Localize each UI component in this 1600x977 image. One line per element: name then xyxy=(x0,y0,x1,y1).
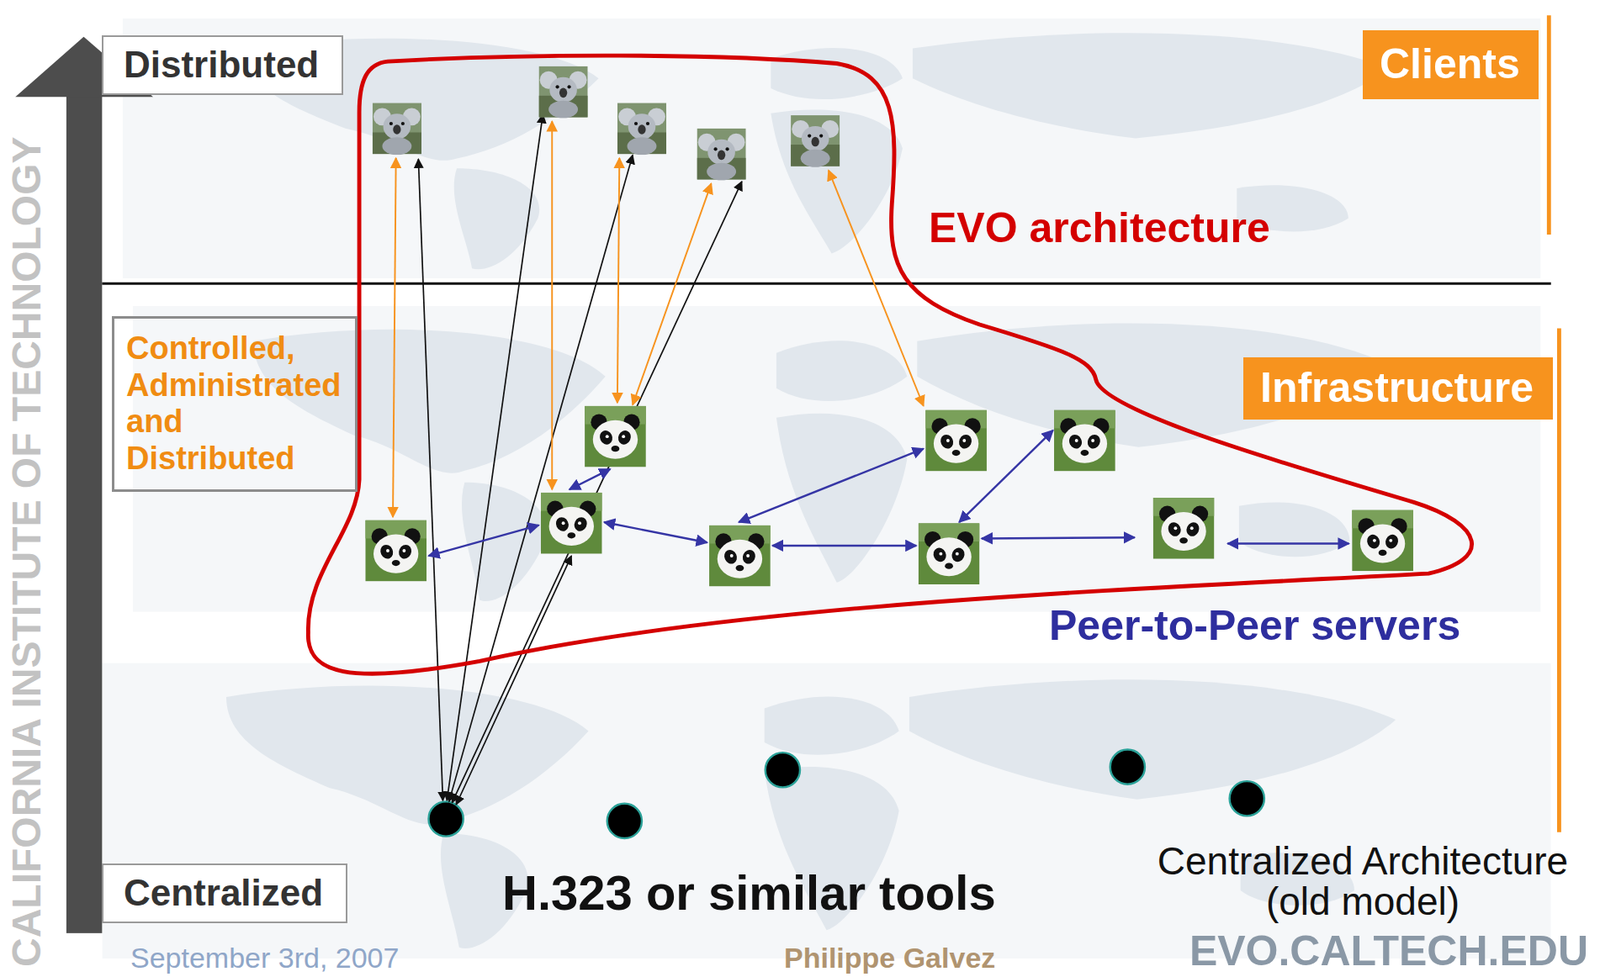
server-icon xyxy=(918,523,981,585)
h323-endpoint xyxy=(1229,781,1265,816)
server-icon xyxy=(1153,498,1215,560)
tier-divider xyxy=(101,282,1551,286)
box-text: Clients xyxy=(1379,40,1522,90)
axis-arrow xyxy=(66,94,102,934)
server-icon xyxy=(1351,509,1414,572)
outline-title: EVO architecture xyxy=(928,204,1271,254)
server-link xyxy=(1227,542,1349,545)
server-icon xyxy=(584,406,647,468)
box-text: Infrastructure xyxy=(1260,364,1537,414)
h323-link xyxy=(446,114,543,801)
h323-link xyxy=(451,181,742,804)
tier-tag: Clients xyxy=(1362,30,1539,100)
server-link xyxy=(981,537,1135,539)
server-link xyxy=(772,545,917,547)
axis-end-box: Centralized xyxy=(101,863,348,924)
client-link xyxy=(550,121,553,490)
client-link xyxy=(392,158,397,518)
server-icon xyxy=(925,410,987,472)
tier-tag: Infrastructure xyxy=(1243,357,1553,420)
client-icon xyxy=(696,128,746,181)
box-text: Centralized xyxy=(123,872,326,916)
world-map xyxy=(132,306,1542,613)
author-footer: Philippe Galvez xyxy=(784,943,996,973)
tier-bracket xyxy=(1547,15,1552,235)
server-icon xyxy=(540,492,603,555)
layer-caption: H.323 or similar tools xyxy=(502,866,997,921)
tier-bracket xyxy=(1557,328,1562,833)
box-text: Controlled, Administrated and Distribute… xyxy=(126,330,341,478)
h323-endpoint xyxy=(428,801,463,837)
client-link xyxy=(632,183,711,405)
server-link xyxy=(738,449,924,523)
server-link xyxy=(428,525,539,557)
client-icon xyxy=(790,115,840,168)
note-box: Controlled, Administrated and Distribute… xyxy=(111,316,358,493)
url-footer: EVO.CALTECH.EDU xyxy=(1189,930,1589,973)
h323-link xyxy=(418,158,443,801)
server-icon xyxy=(1054,410,1116,472)
layer-note: Centralized Architecture (old model) xyxy=(1144,841,1582,923)
h323-link xyxy=(449,154,633,802)
client-icon xyxy=(372,103,422,156)
server-link xyxy=(603,522,708,543)
h323-link xyxy=(455,556,572,806)
client-link xyxy=(617,158,620,403)
client-icon xyxy=(617,103,667,156)
server-link xyxy=(569,469,611,490)
axis-end-box: Distributed xyxy=(101,35,344,96)
layer-caption: Peer-to-Peer servers xyxy=(1049,602,1461,652)
client-icon xyxy=(538,66,588,119)
h323-endpoint xyxy=(765,752,800,788)
client-link xyxy=(828,170,924,407)
h323-endpoint xyxy=(1110,750,1145,785)
box-text: Distributed xyxy=(123,43,322,87)
watermark: CALIFORNIA INSTITUTE OF TECHNOLOGY xyxy=(6,136,48,968)
server-icon xyxy=(709,525,771,588)
server-icon xyxy=(365,520,427,583)
h323-endpoint xyxy=(607,804,642,839)
date-footer: September 3rd, 2007 xyxy=(130,943,399,973)
